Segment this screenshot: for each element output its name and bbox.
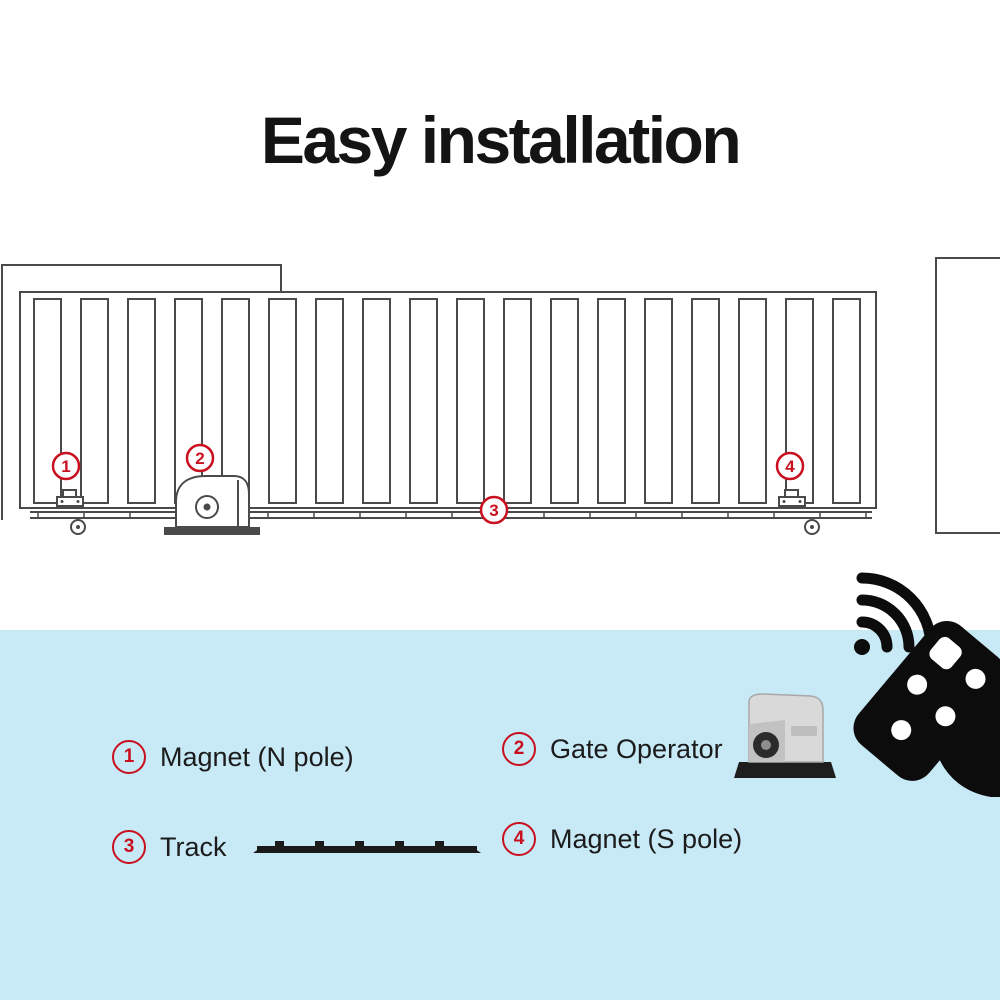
callout-3-number: 3 <box>489 501 498 520</box>
gate-wheels <box>70 519 820 535</box>
track-image <box>252 841 481 853</box>
legend-badge-1: 1 <box>112 740 146 774</box>
page-title: Easy installation <box>260 103 742 177</box>
right-wall-outline <box>935 257 1000 534</box>
legend-item-gate-operator: 2 Gate Operator <box>502 732 723 766</box>
legend-badge-2: 2 <box>502 732 536 766</box>
legend-label-magnet-s: Magnet (S pole) <box>550 823 743 854</box>
callout-2: 2 <box>185 443 215 473</box>
legend-badge-3: 3 <box>112 830 146 864</box>
callout-2-number: 2 <box>195 449 204 468</box>
callout-4: 4 <box>775 451 805 481</box>
magnet-s-drawing <box>778 489 806 507</box>
legend-item-magnet-n: 1 Magnet (N pole) <box>112 740 354 774</box>
legend-label-gate-operator: Gate Operator <box>550 733 723 764</box>
callout-4-number: 4 <box>785 457 795 476</box>
callout-1-number: 1 <box>61 457 70 476</box>
callout-1: 1 <box>51 451 81 481</box>
callout-3: 3 <box>479 495 509 525</box>
legend-panel-background <box>0 630 1000 1000</box>
gate-operator-drawing <box>164 475 260 535</box>
remote-body <box>853 621 1000 781</box>
left-wall-outline <box>1 264 282 520</box>
gate-diagram: 1 2 3 4 <box>1 257 1000 535</box>
legend-badge-4: 4 <box>502 822 536 856</box>
legend-item-track: 3 Track <box>112 830 481 864</box>
gate-operator-image <box>734 693 836 778</box>
legend-label-track: Track <box>160 831 227 862</box>
gate-frame <box>19 291 877 509</box>
legend-label-magnet-n: Magnet (N pole) <box>160 741 354 772</box>
magnet-n-drawing <box>56 489 84 507</box>
remote-control-icon <box>853 572 1000 797</box>
gate-bottom-rail <box>30 511 872 519</box>
legend-item-magnet-s: 4 Magnet (S pole) <box>502 822 742 856</box>
